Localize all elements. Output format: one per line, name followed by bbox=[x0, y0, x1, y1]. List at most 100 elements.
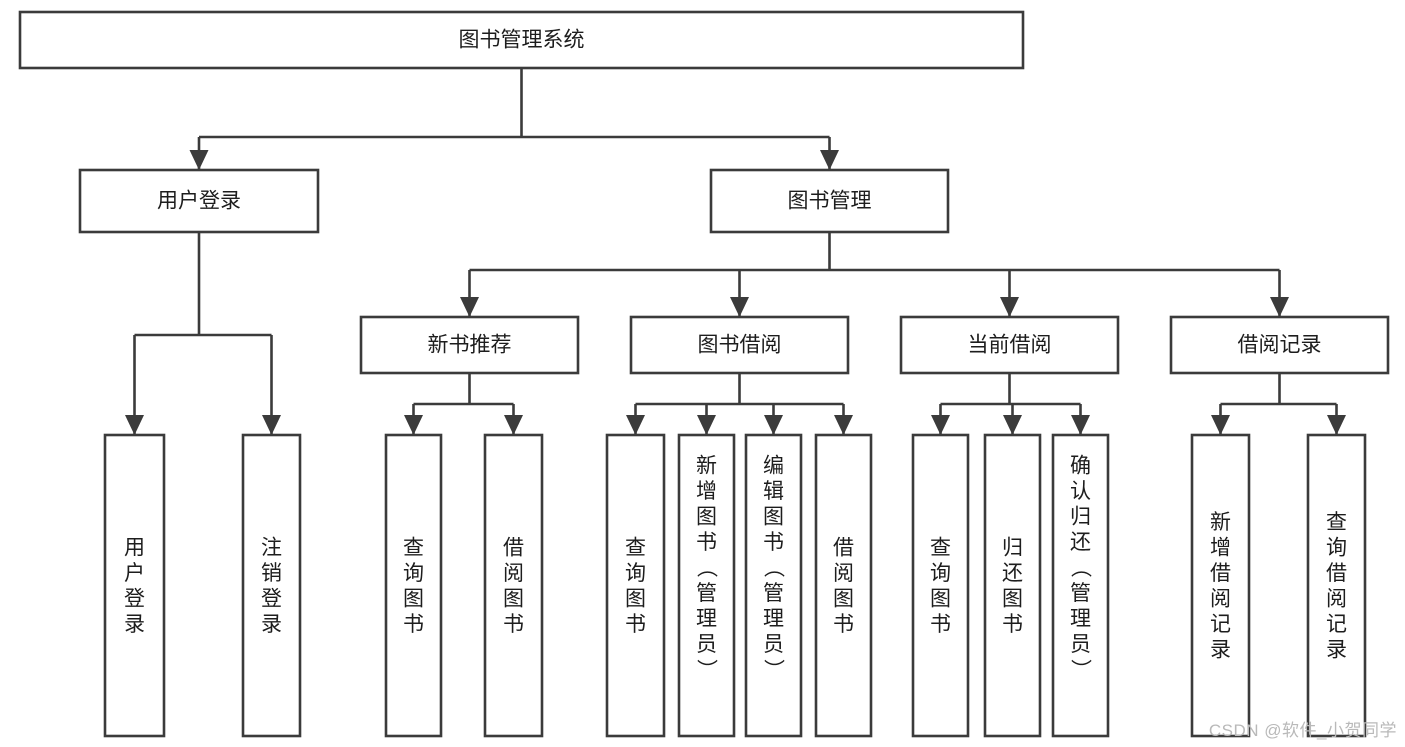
arrow-head-icon bbox=[460, 297, 479, 317]
label-char: （ bbox=[762, 557, 785, 578]
label-char: 图 bbox=[696, 505, 717, 528]
label-char: 录 bbox=[1210, 638, 1231, 661]
node-leaf-query-book-3[interactable] bbox=[911, 433, 970, 738]
label-char: 询 bbox=[403, 562, 424, 585]
label-char: 书 bbox=[763, 531, 784, 554]
label-char: 书 bbox=[696, 531, 717, 554]
label-char: 图 bbox=[1002, 587, 1023, 610]
label-char: 图 bbox=[503, 587, 524, 610]
arrow-head-icon bbox=[1000, 297, 1019, 317]
arrow-head-icon bbox=[1327, 415, 1346, 435]
arrow-head-icon bbox=[125, 415, 144, 435]
label-char: 新 bbox=[1210, 511, 1231, 534]
node-leaf-borrow-book-1[interactable] bbox=[483, 433, 544, 738]
node-user-login-label: 用户登录 bbox=[157, 190, 241, 213]
node-book-borrow-label: 图书借阅 bbox=[698, 334, 782, 357]
node-leaf-user-logout[interactable] bbox=[241, 433, 302, 738]
node-leaf-user-login[interactable] bbox=[103, 433, 166, 738]
label-char: 员 bbox=[763, 633, 784, 656]
label-char: 查 bbox=[625, 536, 646, 559]
label-char: 书 bbox=[833, 613, 854, 636]
label-char: ） bbox=[695, 659, 718, 680]
label-char: 阅 bbox=[1326, 587, 1347, 610]
label-char: 登 bbox=[261, 587, 282, 610]
label-char: 管 bbox=[763, 582, 784, 605]
node-leaf-query-book-2[interactable] bbox=[605, 433, 666, 738]
label-char: 借 bbox=[833, 536, 854, 559]
label-char: （ bbox=[1069, 557, 1092, 578]
arrow-head-icon bbox=[1270, 297, 1289, 317]
arrow-head-icon bbox=[697, 415, 716, 435]
arrow-head-icon bbox=[764, 415, 783, 435]
label-char: 记 bbox=[1326, 613, 1347, 636]
label-char: （ bbox=[695, 557, 718, 578]
label-char: ） bbox=[1069, 659, 1092, 680]
label-char: 图 bbox=[403, 587, 424, 610]
node-new-book-recommend[interactable] bbox=[359, 315, 580, 375]
node-borrow-record-label: 借阅记录 bbox=[1238, 334, 1322, 357]
node-leaf-borrow-book-2[interactable] bbox=[814, 433, 873, 738]
label-char: 书 bbox=[503, 613, 524, 636]
label-char: 认 bbox=[1070, 480, 1091, 503]
arrow-head-icon bbox=[262, 415, 281, 435]
label-char: 管 bbox=[1070, 582, 1091, 605]
node-leaf-add-record[interactable] bbox=[1190, 433, 1251, 738]
arrow-head-icon bbox=[820, 150, 839, 170]
node-leaf-add-book[interactable] bbox=[677, 433, 736, 738]
label-char: 借 bbox=[1326, 562, 1347, 585]
label-char: 归 bbox=[1070, 505, 1091, 528]
label-char: 图 bbox=[930, 587, 951, 610]
label-char: 借 bbox=[1210, 562, 1231, 585]
label-char: 归 bbox=[1002, 536, 1023, 559]
node-book-borrow[interactable] bbox=[629, 315, 850, 375]
label-char: 管 bbox=[696, 582, 717, 605]
node-leaf-query-record[interactable] bbox=[1306, 433, 1367, 738]
label-char: 登 bbox=[124, 587, 145, 610]
node-book-manage-label: 图书管理 bbox=[788, 190, 872, 213]
arrow-head-icon bbox=[730, 297, 749, 317]
label-char: 用 bbox=[124, 536, 145, 559]
node-root[interactable] bbox=[18, 10, 1025, 70]
label-char: 书 bbox=[930, 613, 951, 636]
label-char: 图 bbox=[833, 587, 854, 610]
label-char: 查 bbox=[1326, 511, 1347, 534]
label-char: 理 bbox=[696, 607, 717, 630]
label-char: 图 bbox=[625, 587, 646, 610]
node-current-borrow[interactable] bbox=[899, 315, 1120, 375]
node-leaf-return-book[interactable] bbox=[983, 433, 1042, 738]
node-new-book-recommend-label: 新书推荐 bbox=[428, 334, 512, 357]
label-char: 录 bbox=[261, 613, 282, 636]
label-char: 查 bbox=[930, 536, 951, 559]
label-char: 阅 bbox=[1210, 587, 1231, 610]
arrow-head-icon bbox=[504, 415, 523, 435]
label-char: 书 bbox=[1002, 613, 1023, 636]
arrow-head-icon bbox=[931, 415, 950, 435]
node-leaf-edit-book[interactable] bbox=[744, 433, 803, 738]
label-char: 阅 bbox=[833, 562, 854, 585]
label-char: 借 bbox=[503, 536, 524, 559]
node-book-manage[interactable] bbox=[709, 168, 950, 234]
node-user-login[interactable] bbox=[78, 168, 320, 234]
node-leaf-confirm-return[interactable] bbox=[1051, 433, 1110, 738]
label-char: ） bbox=[762, 659, 785, 680]
label-char: 还 bbox=[1002, 562, 1023, 585]
label-char: 图 bbox=[763, 505, 784, 528]
node-leaf-query-book-1[interactable] bbox=[384, 433, 443, 738]
node-borrow-record[interactable] bbox=[1169, 315, 1390, 375]
arrow-head-icon bbox=[1071, 415, 1090, 435]
label-char: 编 bbox=[763, 454, 784, 477]
label-char: 询 bbox=[625, 562, 646, 585]
label-char: 书 bbox=[625, 613, 646, 636]
connectors-layer bbox=[125, 68, 1346, 435]
label-char: 记 bbox=[1210, 613, 1231, 636]
label-char: 书 bbox=[403, 613, 424, 636]
